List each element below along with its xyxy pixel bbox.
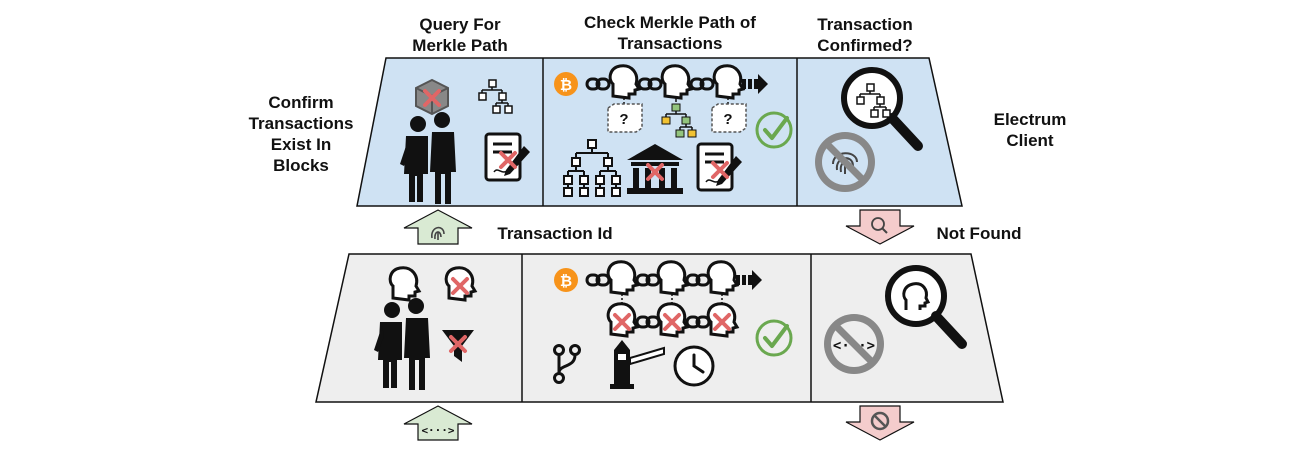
colored-merkle-tree-icon	[661, 103, 697, 138]
unknown-block-icon	[607, 103, 643, 133]
block-head-icon	[660, 64, 693, 100]
unknown-block-label: ?	[619, 111, 628, 128]
up-arrow-code-label: <···>	[421, 424, 454, 437]
block-head-icon	[712, 64, 745, 100]
transaction-id-label: Transaction Id	[497, 224, 613, 243]
rejected-head-icon	[444, 266, 477, 302]
block-head-icon	[706, 260, 739, 296]
electrum-client-label: Electrum Client	[993, 110, 1067, 150]
up-arrow-code	[403, 405, 473, 441]
query-merkle-path-label: Query For Merkle Path	[412, 15, 508, 55]
unknown-block-icon	[711, 103, 747, 133]
clock-icon	[673, 345, 715, 387]
check-merkle-path-label: Check Merkle Path of Transactions	[584, 13, 756, 53]
invalid-block-icon	[415, 78, 449, 116]
chain-arrow-icon	[742, 74, 768, 94]
search-tree-icon	[841, 67, 923, 151]
up-arrow-fingerprint	[403, 209, 473, 245]
bitcoin-icon	[554, 268, 578, 292]
block-head-icon	[606, 260, 639, 296]
bitcoin-symbol: ₿	[560, 272, 572, 290]
rejected-head-icon	[656, 302, 689, 338]
unknown-block-label: ?	[723, 111, 732, 128]
git-fork-icon	[553, 344, 581, 384]
no-code-slash	[830, 320, 878, 368]
confirm-transactions-label: Confirm Transactions Exist In Blocks	[248, 93, 354, 175]
down-arrow-prohibited	[845, 405, 915, 441]
filter-icon	[442, 330, 474, 362]
toll-gate-icon	[610, 340, 665, 389]
search-head-icon	[885, 265, 967, 349]
rejected-head-icon	[706, 302, 739, 338]
block-head-icon	[656, 260, 689, 296]
bitcoin-icon	[554, 72, 578, 96]
rejected-head-icon	[606, 302, 639, 338]
not-found-label: Not Found	[936, 224, 1022, 243]
no-fingerprint-icon	[815, 132, 875, 192]
bitcoin-symbol: ₿	[560, 76, 572, 94]
chain-arrow-icon	[736, 270, 762, 290]
block-head-icon	[388, 266, 421, 302]
down-arrow-search	[845, 209, 915, 245]
transaction-confirmed-label: Transaction Confirmed?	[817, 15, 913, 55]
block-head-icon	[608, 64, 641, 100]
